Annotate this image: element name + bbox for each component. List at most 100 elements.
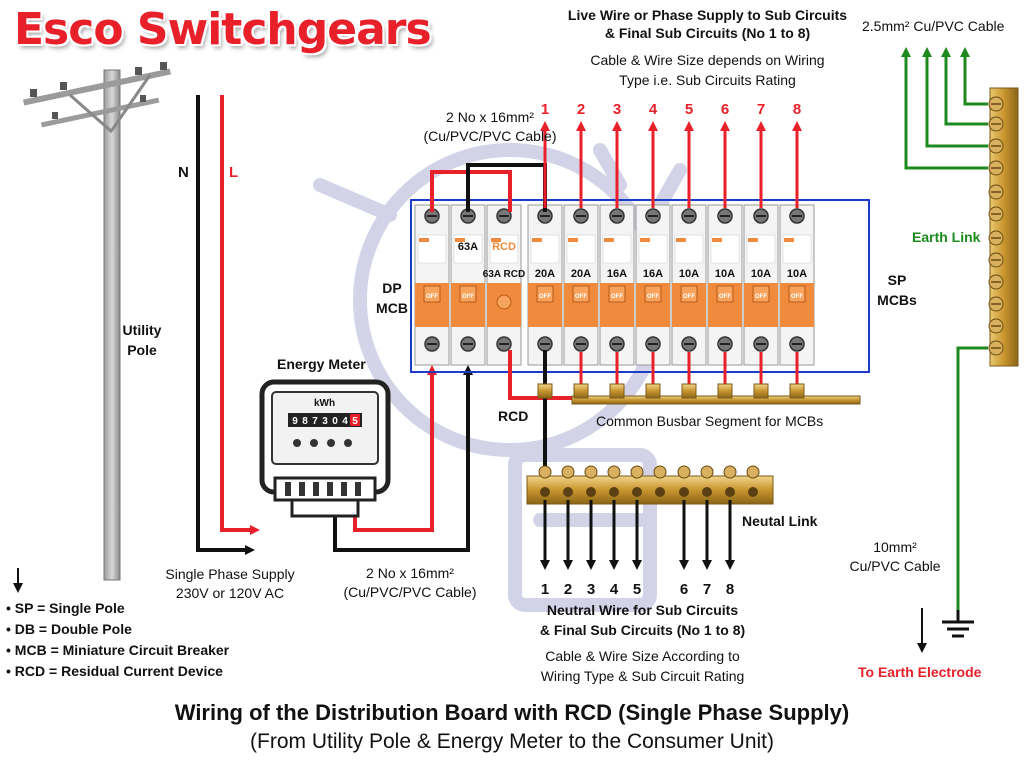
neutral-link-hole (563, 487, 573, 497)
circuit-number: 5 (685, 101, 693, 118)
cable-bottom-label: 2 No x 16mm² (Cu/PVC/PVC Cable) (325, 564, 495, 602)
top-note-line2: Type i.e. Sub Circuits Rating (619, 72, 796, 88)
neutral-link-screw (746, 465, 760, 479)
top-note-line1: Cable & Wire Size depends on Wiring (590, 52, 825, 68)
busbar-pin (753, 383, 769, 399)
neutral-letter: N (178, 164, 189, 181)
cable-top-label: 2 No x 16mm² (Cu/PVC/PVC Cable) (405, 108, 575, 146)
breaker-rating-label: 16A (643, 268, 663, 280)
breaker-top-label: 63A (458, 241, 478, 253)
legend-item: • DB = Double Pole (6, 621, 132, 637)
breaker-handle-text: OFF (575, 294, 587, 300)
breaker-handle-text: OFF (719, 294, 731, 300)
earth-electrode-label: To Earth Electrode (858, 664, 982, 680)
circuit-number: 4 (649, 101, 658, 118)
brand-logo: Esco Switchgears (14, 4, 432, 55)
neutral-number: 8 (726, 581, 734, 598)
live-letter: L (229, 164, 239, 181)
brand-mark (419, 238, 429, 242)
neutral-number: 2 (564, 581, 572, 598)
breaker-rating-label: 20A (535, 268, 555, 280)
earth-ground-symbol (942, 610, 974, 638)
distribution-board-frame (410, 199, 870, 373)
page-title: Wiring of the Distribution Board with RC… (174, 700, 850, 725)
meter-digit: 0 (332, 416, 338, 427)
earth-output-wire (960, 47, 988, 106)
supply-line2: 230V or 120V AC (175, 585, 285, 601)
energy-meter-label: Energy Meter (277, 356, 366, 372)
earth-cable-top-label: 2.5mm² Cu/PVC Cable (862, 18, 1005, 34)
brand-mark (640, 238, 650, 242)
breaker-rating-label: 16A (607, 268, 627, 280)
neutral-number: 6 (680, 581, 688, 598)
neutral-link-hole (748, 487, 758, 497)
breaker-handle-text: OFF (755, 294, 767, 300)
breaker-module: OFF (414, 204, 450, 366)
cable-bottom-line1: 2 No x 16mm² (366, 565, 454, 581)
pole-label-line2: Pole (127, 342, 157, 358)
meter-digit: 4 (342, 416, 348, 427)
breaker-handle-text: OFF (462, 294, 474, 300)
circuit-number: 1 (541, 101, 549, 118)
breaker-handle-text: OFF (791, 294, 803, 300)
earth-output-wire (922, 47, 988, 148)
page-subtitle: (From Utility Pole & Energy Meter to the… (250, 730, 774, 753)
busbar-pin (681, 383, 697, 399)
neutral-wire-label: Neutral Wire for Sub Circuits & Final Su… (520, 600, 765, 640)
neutral-number: 3 (587, 581, 595, 598)
neutral-number: 7 (703, 581, 711, 598)
breaker-handle (680, 285, 698, 303)
breaker-module: 63A OFF (450, 204, 486, 366)
breaker-rating-label: 10A (715, 268, 735, 280)
breaker-handle (788, 285, 806, 303)
brand-mark (455, 238, 465, 242)
rcd-test-button (496, 294, 512, 310)
neutral-wire-line1: Neutral Wire for Sub Circuits (546, 602, 739, 618)
neutral-link-screw (561, 465, 575, 479)
supply-label: Single Phase Supply 230V or 120V AC (150, 565, 310, 603)
neutral-note-line1: Cable & Wire Size According to (545, 648, 740, 664)
legend-item: • RCD = Residual Current Device (6, 663, 223, 679)
breaker-rating-label: 10A (751, 268, 771, 280)
supply-line1: Single Phase Supply (165, 566, 295, 582)
rcd-label: RCD (498, 408, 529, 424)
breaker-label-strip (638, 234, 668, 264)
neutral-link-hole (702, 487, 712, 497)
breaker-handle-text: OFF (647, 294, 659, 300)
circuit-number: 2 (577, 101, 585, 118)
legend-item: • MCB = Miniature Circuit Breaker (6, 642, 230, 658)
neutral-link-hole (679, 487, 689, 497)
cable-top-line1: 2 No x 16mm² (446, 109, 534, 125)
meter-digit: 3 (322, 416, 328, 427)
sp-mcbs-label: SP MCBs (870, 270, 924, 310)
neutral-link-screw (584, 465, 598, 479)
breaker-handle (536, 285, 554, 303)
breaker-module: 16A OFF (635, 204, 671, 366)
sp-mcbs-line1: SP (887, 272, 907, 288)
earth-electrode-wire (956, 346, 988, 610)
brand-mark (491, 238, 501, 242)
neutral-link-hole (632, 487, 642, 497)
meter-digit-cell (350, 414, 360, 426)
meter-digit: 8 (302, 416, 308, 427)
busbar-label: Common Busbar Segment for MCBs (596, 413, 824, 429)
earth-cable-line1: 10mm² (873, 539, 917, 555)
breaker-module: 10A OFF (707, 204, 743, 366)
common-busbar (537, 383, 861, 405)
breaker-handle (459, 285, 477, 303)
breaker-handle (423, 285, 441, 303)
neutral-link-hole (540, 487, 550, 497)
neutral-number: 4 (610, 581, 619, 598)
brand-mark (604, 238, 614, 242)
top-label: Live Wire or Phase Supply to Sub Circuit… (555, 6, 860, 42)
neutral-note-line2: Wiring Type & Sub Circuit Rating (540, 668, 745, 684)
